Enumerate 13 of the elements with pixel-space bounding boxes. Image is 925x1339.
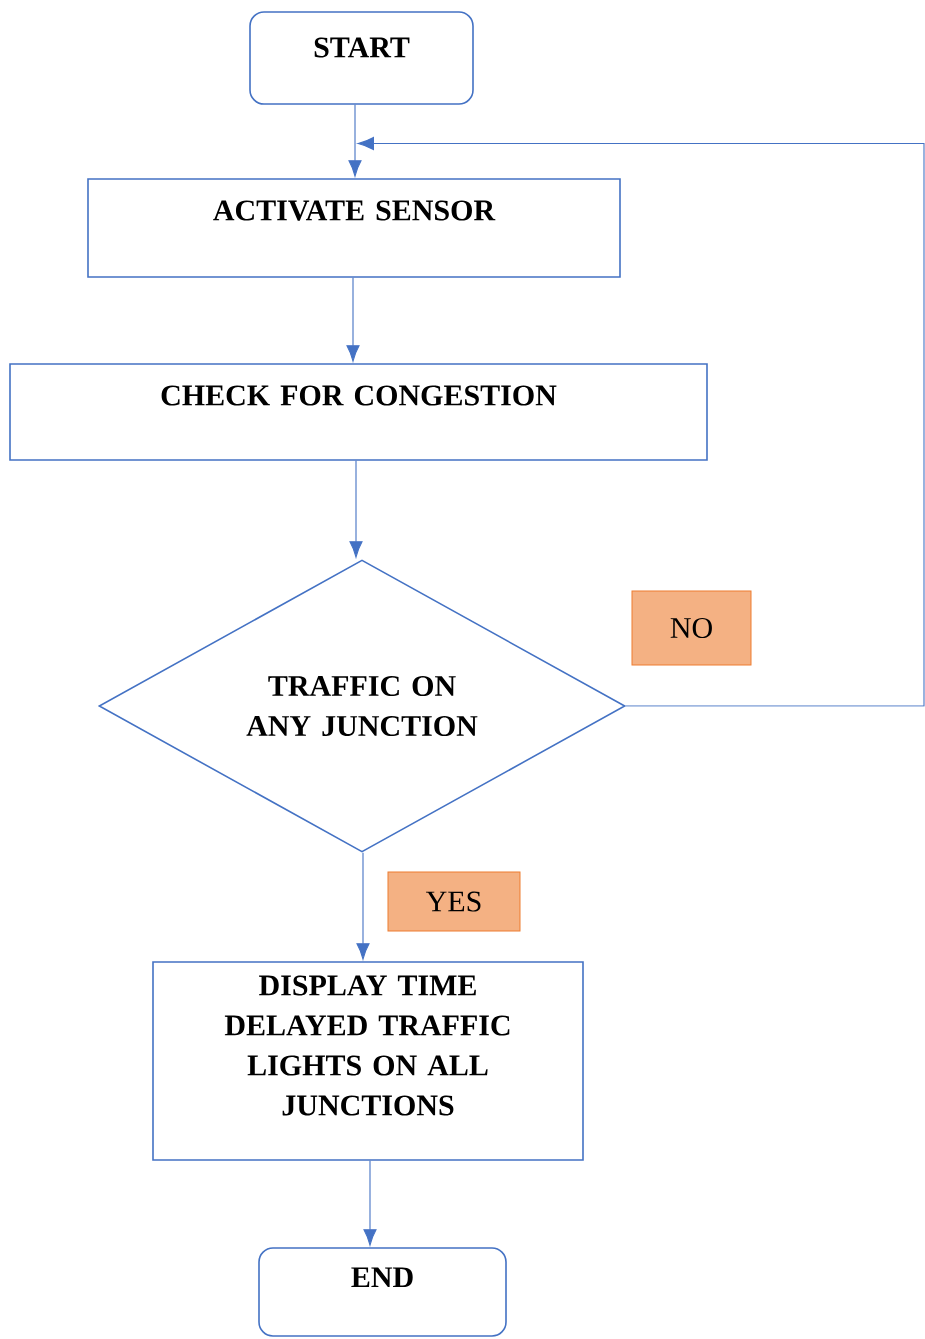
arrow: [363, 1160, 377, 1246]
answer-tag: NO: [631, 590, 752, 666]
arrow: [349, 460, 363, 558]
arrow: [348, 104, 362, 177]
process-box: DISPLAY TIME DELAYED TRAFFIC LIGHTS ON ALL JUNCTIONS: [152, 961, 584, 1161]
start-terminal: START: [249, 11, 474, 105]
arrow: [356, 852, 370, 960]
arrow: [357, 136, 925, 707]
arrow: [346, 277, 360, 362]
end-terminal: END: [258, 1247, 507, 1337]
process-box: ACTIVATE SENSOR: [87, 178, 621, 278]
answer-tag: YES: [387, 871, 521, 932]
process-box: CHECK FOR CONGESTION: [9, 363, 708, 461]
